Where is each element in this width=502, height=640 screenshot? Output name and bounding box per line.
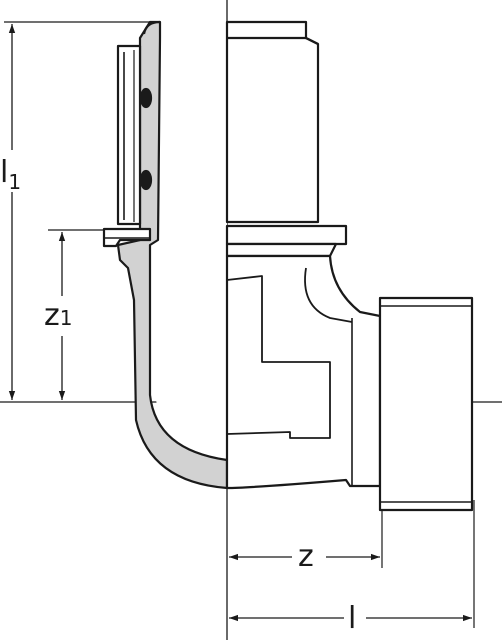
l-label: l [348, 601, 356, 636]
o-ring-seal-upper [139, 87, 153, 109]
z1-label-mask [44, 296, 80, 336]
socket-top [142, 20, 161, 35]
bore [152, 38, 227, 472]
l1-label: l1 [0, 155, 21, 194]
l1-label-mask [0, 150, 26, 192]
elbow-inner-contour [226, 275, 331, 439]
z-label: z [298, 539, 314, 574]
z1-label: z1 [44, 298, 72, 333]
section-half [102, 20, 229, 490]
elbow-body [225, 254, 382, 490]
l-label-mask [344, 600, 366, 636]
transition-collar [225, 224, 348, 246]
exterior-half [225, 20, 474, 512]
o-ring-seal-lower [139, 169, 153, 191]
z-label-mask [292, 540, 326, 574]
threaded-outlet [378, 296, 474, 512]
socket-shoulder [305, 37, 319, 45]
pipe-socket-body [225, 20, 320, 224]
transition-neck [225, 242, 338, 258]
elbow-bend-contour [304, 267, 353, 323]
press-sleeve [116, 44, 142, 226]
